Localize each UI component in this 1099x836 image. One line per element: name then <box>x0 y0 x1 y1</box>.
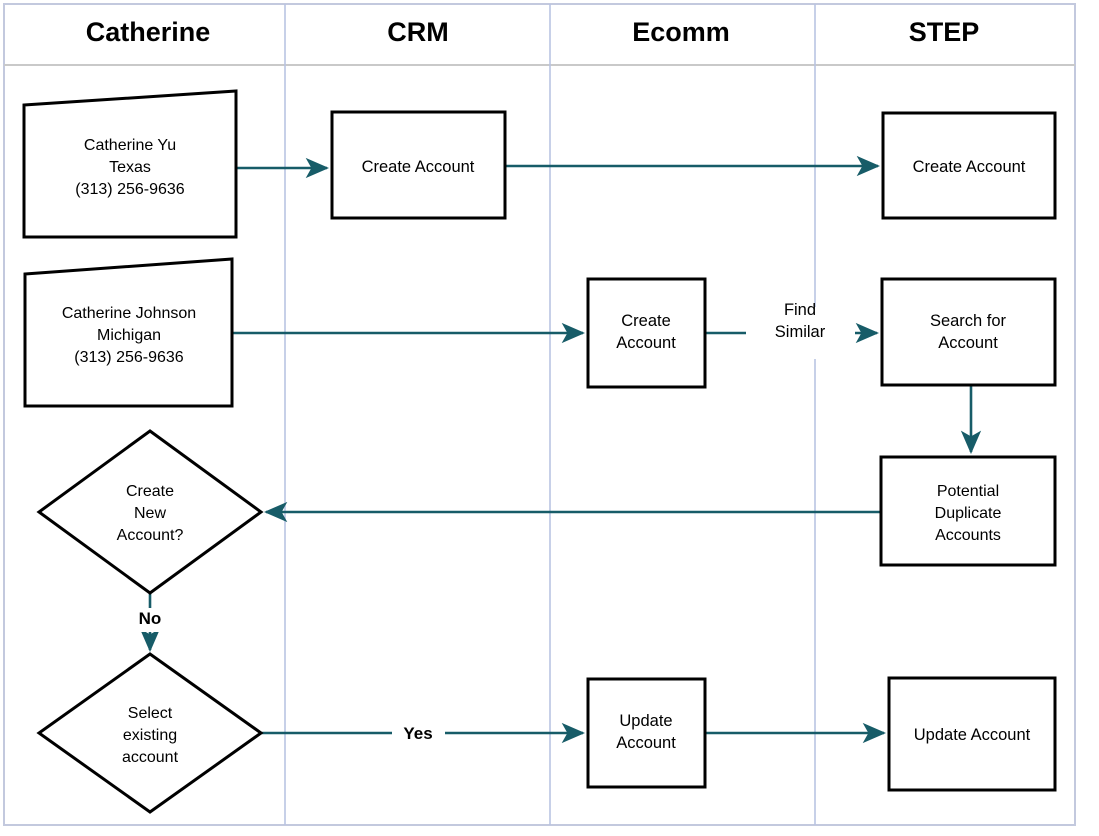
create-new-account-decision-outline <box>36 429 264 595</box>
catherine-yu-input-outline <box>22 89 238 239</box>
edge-create-new-decision-no-to-select-existing-label-backdrop <box>130 608 170 632</box>
crm-create-account-box[interactable]: Create Account <box>330 110 507 220</box>
lane-header-step[interactable]: STEP <box>909 17 980 47</box>
edge-create-new-decision-no-to-select-existing-label: No <box>139 609 162 628</box>
step-update-account-box[interactable]: Update Account <box>887 676 1057 792</box>
lane-header-crm[interactable]: CRM <box>387 17 449 47</box>
step-create-account-box-label: Create Account <box>913 158 1026 176</box>
lane-header-catherine[interactable]: Catherine <box>86 17 211 47</box>
ecomm-update-account-box-outline <box>586 677 707 789</box>
crm-create-account-box-label: Create Account <box>362 158 475 176</box>
crm-create-account-box-outline <box>330 110 507 220</box>
edge-select-existing-yes-to-ecomm-update-label: Yes <box>403 724 432 743</box>
edge-select-existing-yes-to-ecomm-update-label-backdrop <box>392 707 445 759</box>
ecomm-create-account-box-outline <box>586 277 707 389</box>
diagram-frame <box>3 3 1076 826</box>
step-create-account-box-outline <box>881 111 1057 220</box>
step-update-account-box-label: Update Account <box>914 726 1031 744</box>
edge-ecomm-create-to-step-search-label-backdrop <box>746 307 855 359</box>
lane-header-row: Catherine CRM Ecomm STEP <box>86 17 980 47</box>
connector-layer <box>139 155 982 744</box>
step-update-account-box-outline <box>887 676 1057 792</box>
lane-dividers <box>284 4 816 825</box>
step-potential-duplicate-accounts-box-outline <box>879 455 1057 567</box>
select-existing-account-decision-outline <box>36 652 264 814</box>
catherine-johnson-input-outline <box>23 257 234 408</box>
step-search-for-account-box-outline <box>880 277 1057 387</box>
step-create-account-box[interactable]: Create Account <box>881 111 1057 220</box>
lane-header-ecomm[interactable]: Ecomm <box>632 17 730 47</box>
